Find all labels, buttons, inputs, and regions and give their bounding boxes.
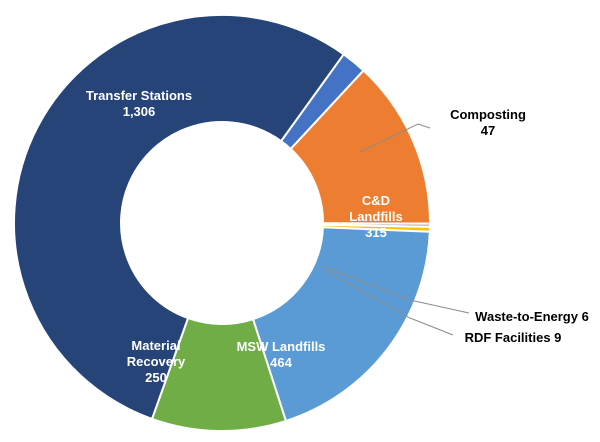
leader-line-waste-to-energy (321, 265, 470, 314)
data-label-rdf-facilities: RDF Facilities 9 (465, 330, 562, 345)
leader-line-composting (359, 123, 431, 153)
data-label-waste-to-energy: Waste-to-Energy 6 (475, 309, 589, 324)
leader-line-rdf-facilities (323, 269, 454, 336)
slice-msw-landfills (251, 226, 431, 423)
slice-transfer-stations (13, 14, 346, 421)
slice-c-d-landfills (289, 69, 431, 225)
